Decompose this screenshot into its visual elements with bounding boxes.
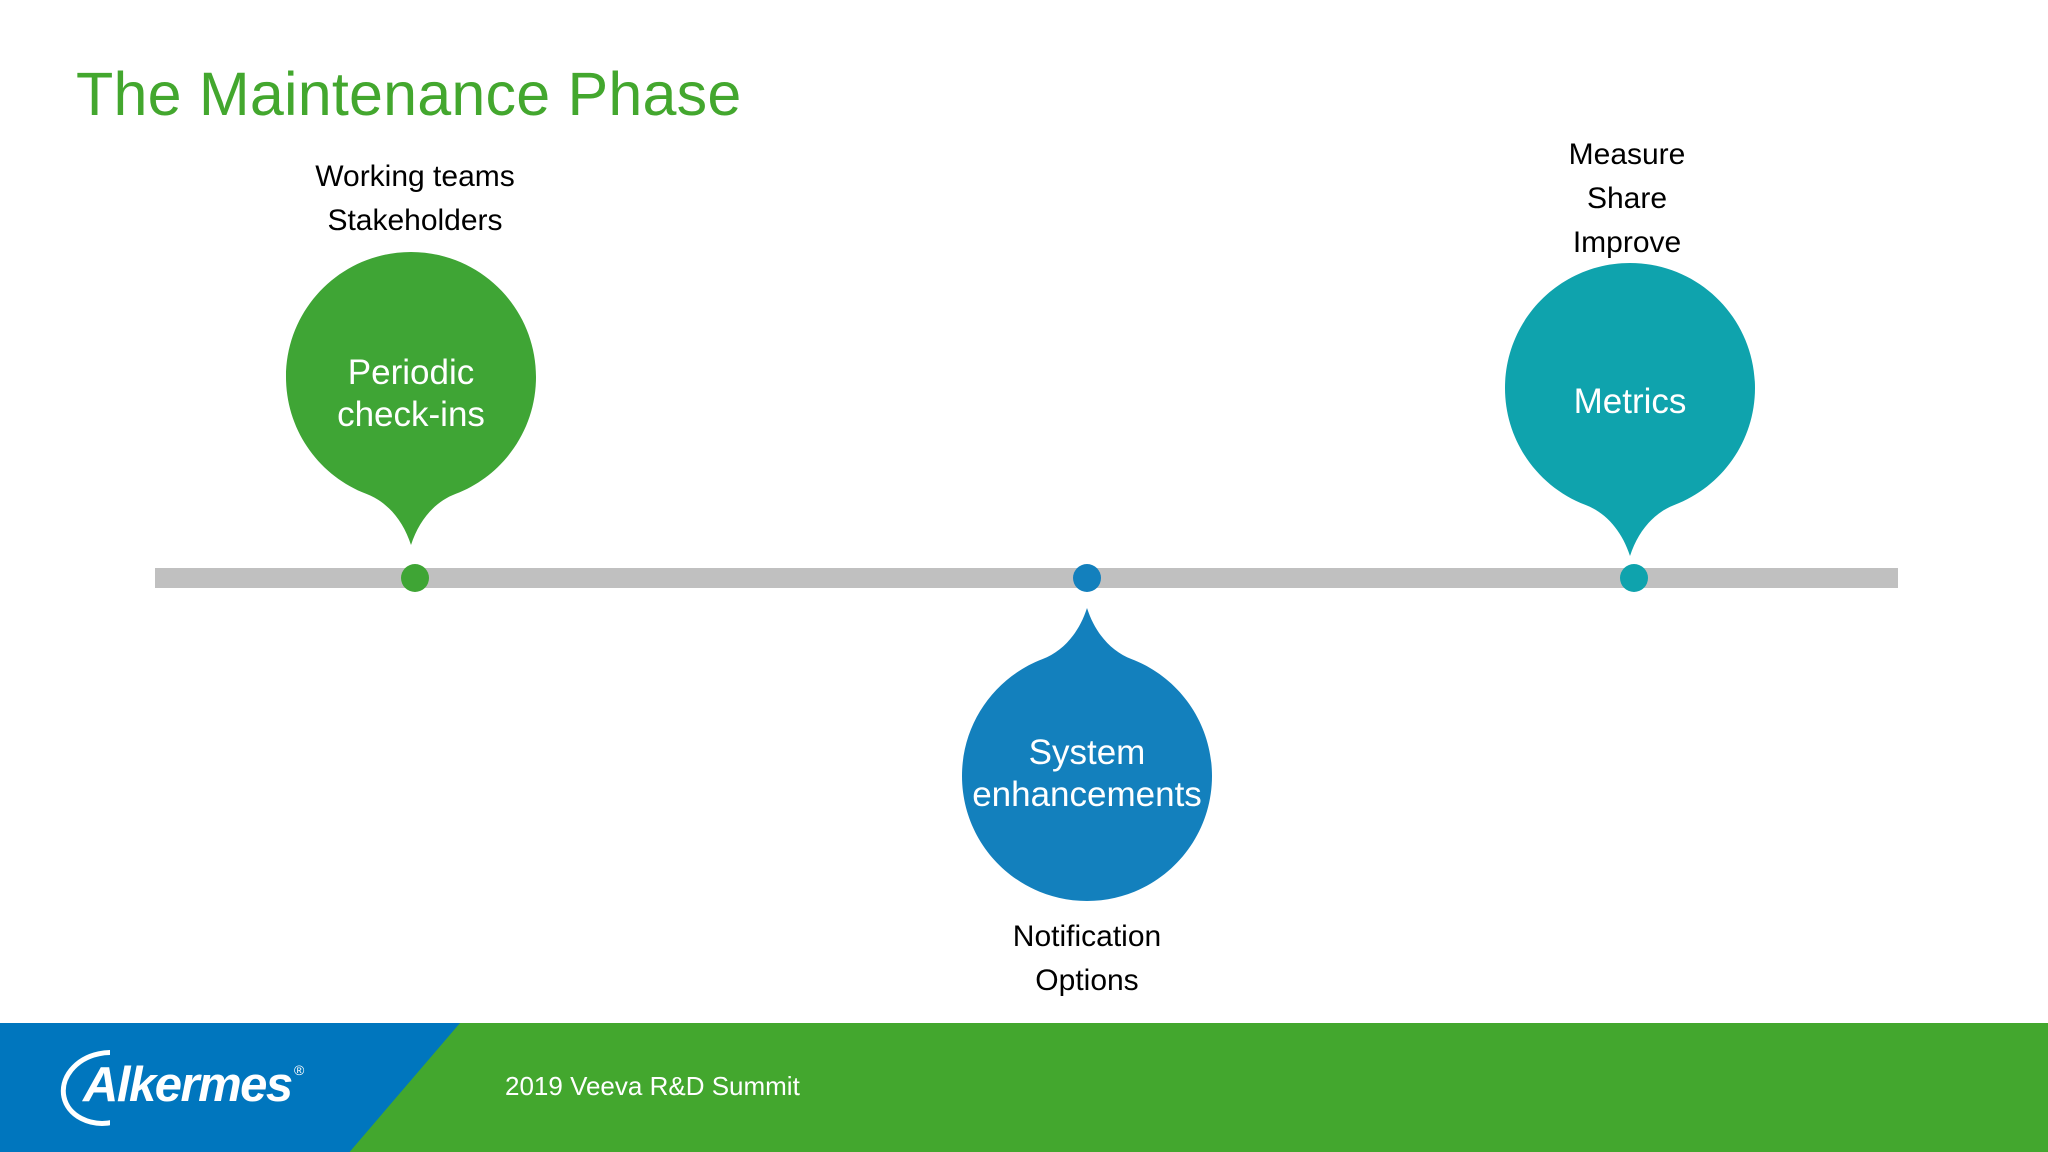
caption-line-2: Share [1586,182,1668,215]
caption-system-enhancements: Notification Options [887,915,1287,1003]
registered-mark-icon: ® [294,1062,305,1078]
timeline-dot-periodic-check-ins[interactable] [401,564,429,592]
caption-line-1: Notification [1012,920,1162,953]
caption-line-2: Stakeholders [327,204,503,237]
pin-marker-system-enhancements[interactable]: System enhancements [962,608,1212,901]
alkermes-logo: Alkermes ® [58,1048,318,1128]
logo-swoosh-icon [60,1050,310,1126]
caption-metrics: Measure Share Improve [1427,133,1827,265]
pin-up-blue-icon [962,608,1212,901]
caption-line-2: Options [1035,964,1139,997]
pin-marker-periodic-check-ins[interactable]: Periodic check-ins [286,252,536,545]
timeline-dot-metrics[interactable] [1620,564,1648,592]
caption-line-1: Working teams [315,160,515,193]
slide-footer: Alkermes ® 2019 Veeva R&D Summit [0,1023,2048,1152]
pin-down-green-icon [286,252,536,545]
timeline-dot-system-enhancements[interactable] [1073,564,1101,592]
caption-line-1: Measure [1568,138,1686,171]
pin-marker-metrics[interactable]: Metrics [1505,263,1755,556]
caption-periodic-check-ins: Working teams Stakeholders [215,155,615,243]
timeline-bar [155,568,1898,588]
brand-wordmark: Alkermes [83,1058,293,1112]
pin-down-teal-icon [1505,263,1755,556]
footer-event-note: 2019 Veeva R&D Summit [505,1071,800,1101]
caption-line-3: Improve [1572,226,1682,259]
page-title: The Maintenance Phase [76,60,742,128]
